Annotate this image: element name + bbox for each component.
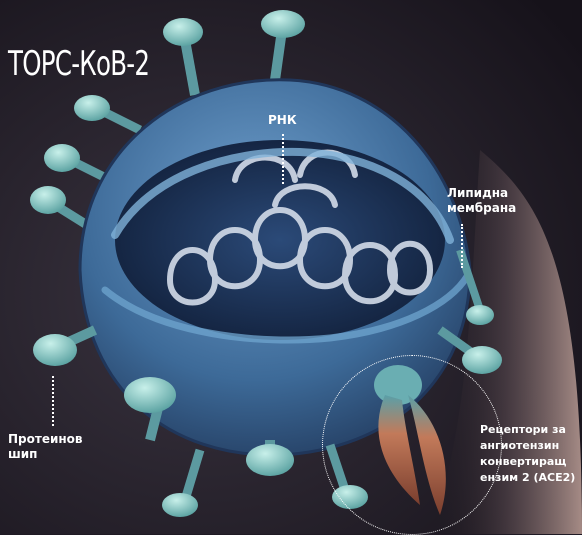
spike-protein-label: Протеинов шип bbox=[8, 432, 83, 462]
ace2-label-line2: ангиотензин bbox=[480, 438, 575, 454]
lipid-label-line2: мембрана bbox=[447, 201, 516, 216]
ace2-label-line3: конвертиращ bbox=[480, 454, 575, 470]
rna-pointer-line bbox=[282, 134, 284, 184]
spike-label-line1: Протеинов bbox=[8, 432, 83, 447]
ace2-label-line4: ензим 2 (АСЕ2) bbox=[480, 470, 575, 486]
lipid-pointer-line bbox=[461, 224, 463, 268]
spike-pointer-line bbox=[52, 376, 54, 426]
lipid-label-line1: Липидна bbox=[447, 186, 516, 201]
page-title: ТОРС-КоВ-2 bbox=[8, 44, 149, 84]
spike-label-line2: шип bbox=[8, 447, 83, 462]
ace2-highlight-circle bbox=[322, 355, 502, 535]
rna-label-text: РНК bbox=[268, 113, 297, 127]
ace2-label: Рецептори за ангиотензин конвертиращ енз… bbox=[480, 422, 575, 486]
ace2-label-line1: Рецептори за bbox=[480, 422, 575, 438]
rna-label: РНК bbox=[268, 113, 297, 128]
virus-interior bbox=[115, 140, 445, 340]
lipid-membrane-label: Липидна мембрана bbox=[447, 186, 516, 216]
